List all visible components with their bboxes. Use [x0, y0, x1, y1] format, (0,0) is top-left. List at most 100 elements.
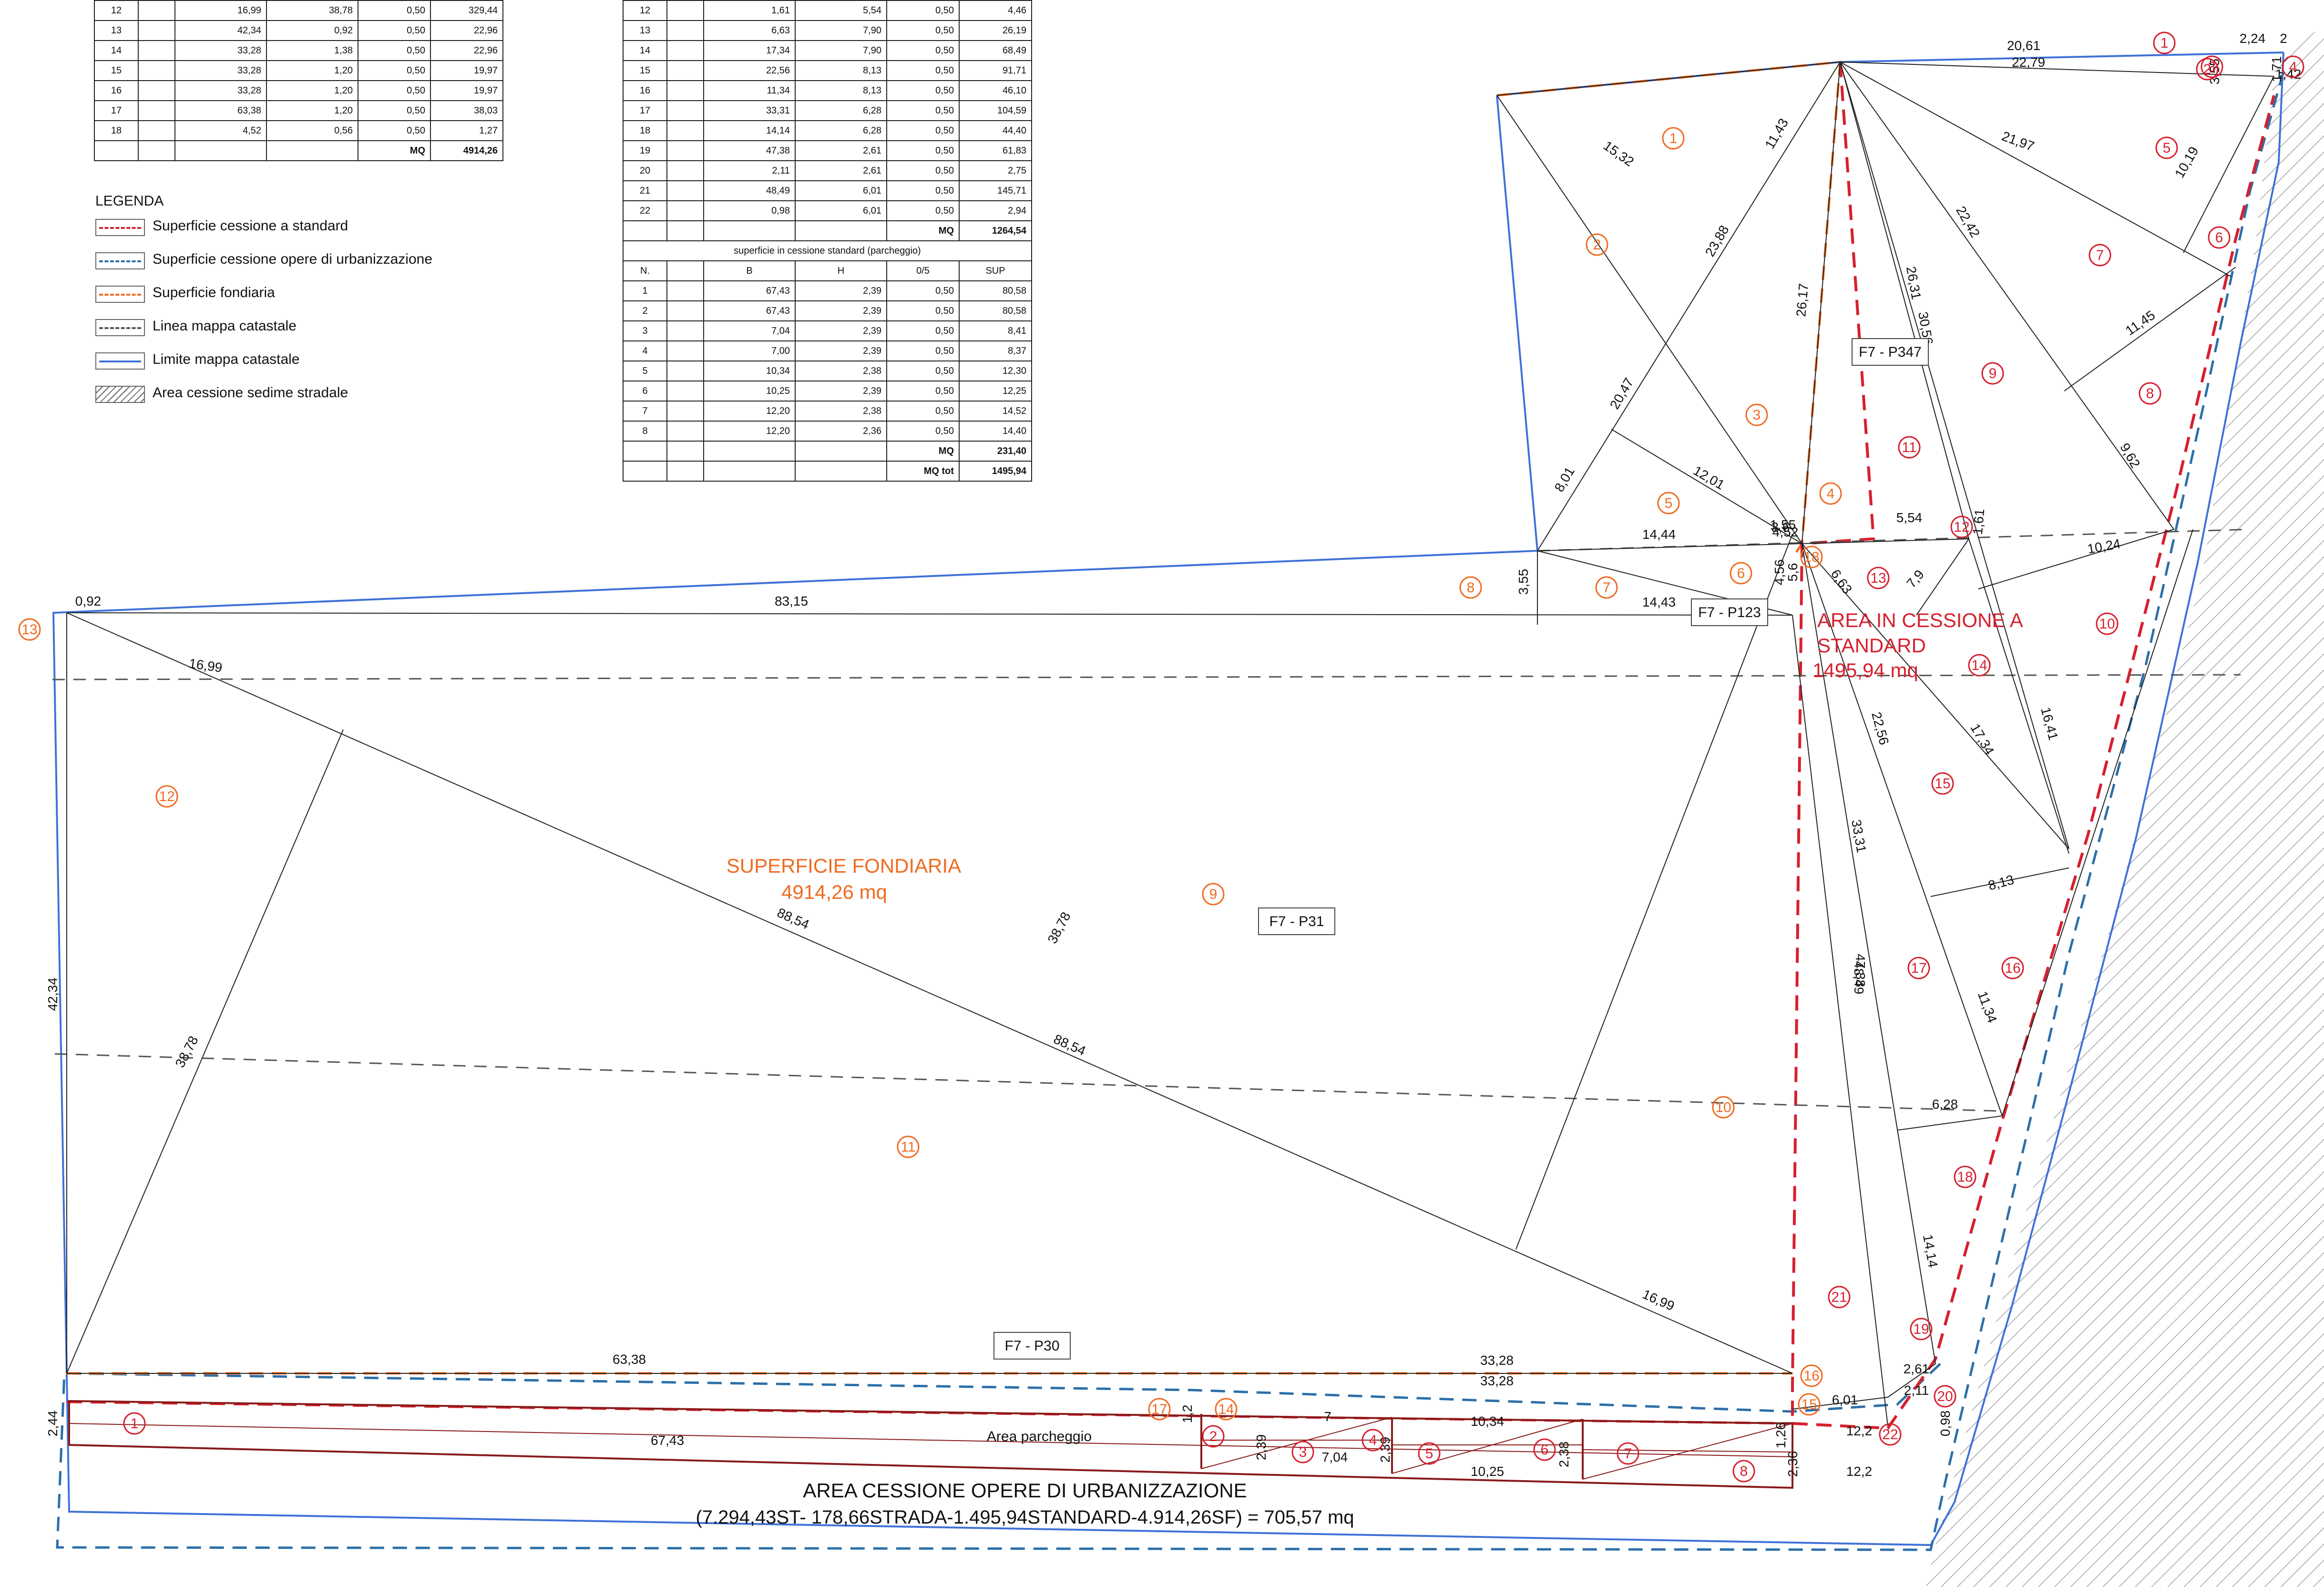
fondiaria-area-number: 14 [1218, 1402, 1234, 1417]
table-cell: 44,40 [959, 120, 1032, 141]
dimension-label: 0,98 [1938, 1411, 1953, 1437]
table-cell [666, 441, 704, 462]
table-cell: 11,34 [703, 80, 796, 101]
standard-area-number-circle [2196, 58, 2219, 81]
total-value: 1495,94 [959, 461, 1032, 482]
table-cell: 38,78 [266, 0, 358, 21]
fondiaria-area-number-circle [1712, 1096, 1735, 1119]
triangulation-lines [66, 62, 2274, 1426]
dimension-label: 2,11 [1904, 1383, 1929, 1398]
table-cell: 329,44 [430, 0, 503, 21]
table-cell: 33,28 [174, 60, 267, 81]
fondiaria-area-number: 17 [1151, 1402, 1167, 1417]
fondiaria-area-number-circle [1148, 1398, 1171, 1421]
row-number: 13 [623, 20, 667, 41]
total-label: MQ [358, 140, 431, 161]
standard-area-number-circle [1898, 436, 1921, 459]
standard-area-number-circle [1907, 957, 1930, 979]
standard-area-number-circle [1934, 1385, 1956, 1408]
row-number: 14 [623, 40, 667, 61]
standard-boundary [1791, 62, 1875, 1423]
table-cell: 61,83 [959, 140, 1032, 161]
table-cell: 0,50 [886, 0, 960, 21]
table-cell [703, 441, 796, 462]
table-cell: 33,28 [174, 80, 267, 101]
table-cell: 0,50 [886, 180, 960, 201]
table-cell [666, 300, 704, 321]
table-cell: 19,97 [430, 80, 503, 101]
table-cell: 10,34 [703, 361, 796, 381]
table-cell: 2,36 [795, 421, 887, 442]
dimension-label: 20,61 [2007, 38, 2040, 53]
table-cell: 2,61 [795, 160, 887, 181]
dimension-label: 16,41 [2038, 706, 2061, 742]
table-cell: 0,50 [886, 120, 960, 141]
table-cell: 0,50 [358, 60, 431, 81]
legend-item: Superficie cessione a standard [95, 209, 348, 243]
standard-area-number: 22 [1882, 1427, 1898, 1443]
legend-label: Superficie cessione opere di urbanizzazi… [153, 251, 433, 267]
standard-area-number-circle [2153, 31, 2176, 54]
dimension-label: 26,17 [1793, 283, 1811, 318]
legend-swatch [95, 319, 145, 336]
standard-area: 1495,94 mq [1812, 659, 1918, 681]
dimension-label: 3,55 [2207, 59, 2222, 85]
row-number: 22 [623, 200, 667, 221]
table-cell: 0,50 [886, 381, 960, 402]
table-cell: 4,46 [959, 0, 1032, 21]
dimension-label: 2,24 [2240, 31, 2266, 46]
standard-area-number: 19 [1913, 1321, 1929, 1337]
urbanization-boundary [56, 71, 2285, 1551]
standard-area-number: 13 [1870, 570, 1886, 586]
table-cell: 0,50 [358, 120, 431, 141]
cadastral-line [54, 1053, 2003, 1112]
table-cell: 48,49 [703, 180, 796, 201]
standard-area-number-circle [1981, 362, 2004, 385]
fondiaria-area-number: 4 [1827, 486, 1835, 502]
cadastral-line [52, 674, 2241, 680]
table-cell: 2,39 [795, 280, 887, 301]
parking-slot-number-circle [1533, 1438, 1556, 1461]
dimension-label: 12,2 [1846, 1423, 1873, 1438]
table-cell [623, 220, 667, 241]
table-cell [795, 441, 887, 462]
standard-boundary-2 [1792, 95, 2275, 1430]
fondiaria-boundary [1496, 61, 1842, 559]
fondiaria-area-number-circle [1215, 1398, 1238, 1421]
legend-swatch [95, 286, 145, 303]
fondiaria-area-number-circle [18, 618, 41, 641]
cadastral-limit-line-3 [1930, 52, 2284, 1546]
standard-area-number: 6 [2215, 230, 2223, 246]
legend-swatch [95, 386, 145, 403]
parking-strips [68, 1400, 1793, 1489]
dimension-label: 4,56 [1772, 559, 1787, 586]
table-cell: 2,39 [795, 300, 887, 321]
column-header: 0/5 [886, 260, 960, 281]
dimension-label: 14,44 [1642, 527, 1676, 542]
table-cell: 7,90 [795, 20, 887, 41]
fondiaria-area-number-circle [1662, 127, 1685, 150]
dimension-label: 16,99 [1640, 1287, 1677, 1314]
table-cell: 1,38 [266, 40, 358, 61]
row-number: 6 [623, 381, 667, 402]
parking-slot-number: 1 [131, 1416, 139, 1432]
dimension-label: 6,63 [1828, 567, 1855, 596]
table-cell: 6,01 [795, 180, 887, 201]
dimension-label: 42,34 [45, 978, 60, 1011]
table-section-row: superficie in cessione standard (parcheg… [623, 240, 1032, 261]
parking-label: Area parcheggio [987, 1429, 1092, 1444]
dimension-label: 67,43 [651, 1433, 684, 1448]
table-cell: 0,50 [886, 280, 960, 301]
table-cell [666, 461, 704, 482]
table-cell: 22,96 [430, 20, 503, 41]
dimension-label: 1,26 [1773, 1422, 1788, 1449]
table-cell [623, 461, 667, 482]
table-cell [138, 40, 175, 61]
